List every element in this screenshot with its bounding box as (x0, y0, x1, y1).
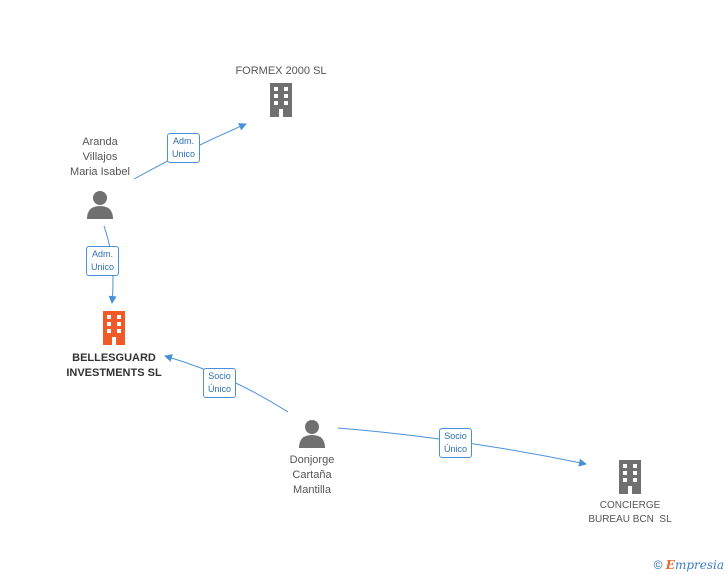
edge-label-line-1: Adm. (173, 136, 195, 146)
edge-label-line-2: Único (208, 384, 232, 394)
node-label-line-1: BELLESGUARD (72, 352, 156, 364)
node-label-line-1: CONCIERGE (599, 500, 661, 511)
node-bellesguard-investments[interactable]: BELLESGUARD INVESTMENTS SL (44, 311, 184, 381)
edge-label-line-1: Socio (444, 431, 467, 441)
node-label-line-3: Mantilla (293, 484, 331, 496)
building-icon (270, 83, 292, 117)
person-icon (87, 191, 113, 219)
brand-logo: Empresia (665, 558, 724, 572)
building-icon (103, 311, 125, 345)
building-icon (619, 460, 641, 494)
person-icon (299, 420, 325, 448)
node-label-line-3: Maria Isabel (70, 166, 130, 178)
node-label-line-1: Donjorge (289, 454, 335, 466)
edge-label-line-2: Unico (91, 262, 115, 272)
node-label-line-1: Aranda (82, 136, 118, 148)
node-label-line-2: INVESTMENTS SL (66, 367, 162, 379)
node-label-line-2: BUREAU BCN SL (588, 514, 672, 525)
node-label: FORMEX 2000 SL (235, 65, 327, 77)
edge-label-adm-unico[interactable]: Adm. Unico (167, 133, 201, 163)
brand-footer: © Empresia (654, 558, 724, 572)
node-label-line-2: Cartaña (292, 469, 332, 481)
node-concierge-bureau[interactable]: CONCIERGE BUREAU BCN SL (570, 460, 690, 527)
copyright-icon: © (653, 558, 663, 572)
node-aranda-villajos[interactable]: Aranda Villajos Maria Isabel (50, 135, 150, 224)
edge-label-line-1: Adm. (92, 249, 114, 259)
edge-label-adm-unico[interactable]: Adm. Unico (86, 246, 120, 276)
edge-label-line-2: Unico (172, 149, 196, 159)
edge-label-socio-unico[interactable]: Socio Único (439, 428, 473, 458)
node-formex-2000[interactable]: FORMEX 2000 SL (222, 64, 340, 122)
node-donjorge-cartana[interactable]: Donjorge Cartaña Mantilla (262, 418, 362, 498)
edge-label-line-1: Socio (208, 371, 231, 381)
edge-label-socio-unico[interactable]: Socio Único (203, 368, 237, 398)
edge-label-line-2: Único (444, 444, 468, 454)
node-label-line-2: Villajos (82, 151, 118, 163)
